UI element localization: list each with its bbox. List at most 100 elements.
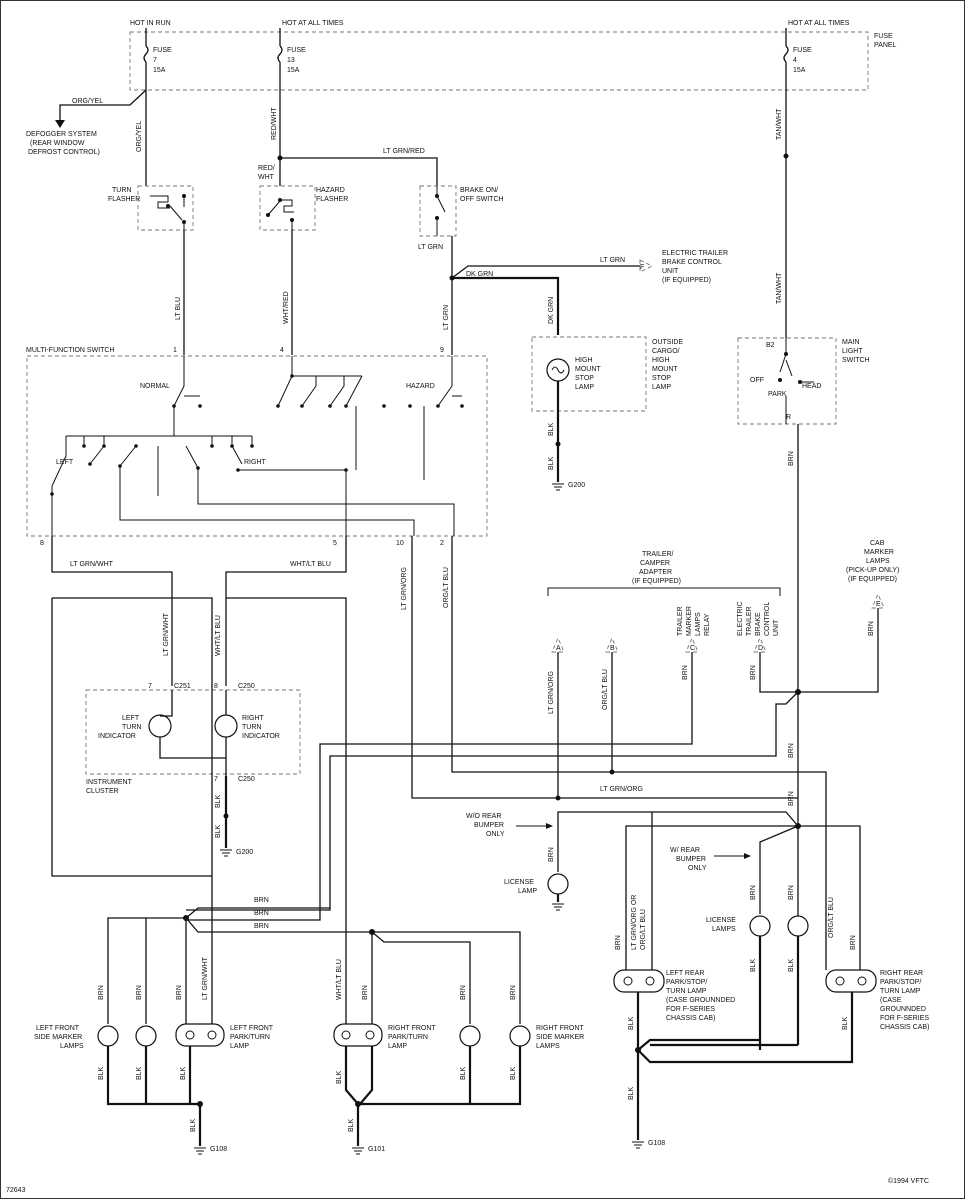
trailer-brake-unit-1: ELECTRIC: [737, 601, 744, 636]
ic-pin-8: 8: [214, 683, 218, 690]
wire-lt-grn-wht-1: [51, 536, 173, 686]
left-rear-lamp-1: LEFT REAR: [666, 970, 704, 977]
right-front-park-2: PARK/TURN: [388, 1034, 428, 1041]
mfs-normal: NORMAL: [140, 383, 170, 390]
license-lamp-right-icon: [787, 915, 809, 937]
wire-label-brn-6: BRN: [868, 621, 875, 636]
fuse-7-number: 7: [153, 57, 157, 64]
right-turn-indicator-icon: [214, 714, 238, 738]
mfs-pin-5: 5: [333, 540, 337, 547]
right-rear-lamp-6: FOR F-SERIES: [880, 1015, 929, 1022]
fuse-13-number: 13: [287, 57, 295, 64]
defogger-line-3: DEFROST CONTROL): [28, 149, 100, 156]
splice-brn-right-front: [369, 929, 375, 935]
wire-brn-license-single: [557, 811, 799, 872]
wire-label-dk-grn-1: DK GRN: [466, 271, 493, 278]
wire-label-org-lt-blu-1: ORG/LT BLU: [443, 567, 450, 608]
left-front-park-3: LAMP: [230, 1043, 249, 1050]
fuse-4-label: FUSE: [793, 47, 812, 54]
wire-label-tan-wht-2: TAN/WHT: [776, 272, 783, 304]
wire-label-org-lt-blu-3: ORG/LT BLU: [828, 897, 835, 938]
splice-tan-wht: [783, 153, 789, 159]
fuse-4: FUSE 4 15A: [783, 28, 812, 90]
wire-label-brn-16: BRN: [136, 985, 143, 1000]
trailer-brake-unit-4: CONTROL: [764, 602, 771, 636]
ground-icon-g200a: [552, 483, 564, 491]
left-rear-lamp-4: (CASE GROUNNDED: [666, 997, 735, 1004]
figure-number: 72643: [6, 1187, 26, 1194]
wire-label-lt-blu: LT BLU: [175, 297, 182, 320]
mfs-pin-9: 9: [440, 347, 444, 354]
left-turn-indicator-icon: [148, 714, 172, 738]
trailer-marker-relay-2: MARKER: [686, 606, 693, 636]
left-front-side-2: SIDE MARKER: [34, 1034, 82, 1041]
outside-cargo-label-4: MOUNT: [652, 366, 678, 373]
copyright: ©1994 VFTC: [888, 1177, 929, 1185]
wire-label-brn-14: BRN: [254, 923, 269, 930]
connector-d-label: D: [758, 645, 763, 652]
high-mount-label-1: HIGH: [575, 357, 593, 364]
left-front-filament-1: [185, 1030, 195, 1040]
left-rear-filament-1: [623, 976, 633, 986]
right-front-side-marker-2-icon: [509, 1025, 531, 1047]
right-front-side-2: SIDE MARKER: [536, 1034, 584, 1041]
license-lamps-2: LAMPS: [712, 926, 736, 933]
trailer-brake-unit-2: TRAILER: [746, 606, 753, 636]
ground-icon-g200b: [220, 849, 232, 857]
ground-icon-g101: [352, 1147, 364, 1155]
splice-lt-grn-org: [555, 795, 561, 801]
wire-blk-license-lamps: [758, 936, 800, 1050]
left-front-side-marker-2-icon: [135, 1025, 157, 1047]
wire-label-blk-12: BLK: [180, 1066, 187, 1080]
wire-label-blk-16: BLK: [510, 1066, 517, 1080]
wire-label-org-yel-2: ORG/YEL: [136, 121, 143, 152]
ground-icon-g108b: [632, 1141, 644, 1149]
left-turn-ind-1: LEFT: [122, 715, 140, 722]
high-mount-label-4: LAMP: [575, 384, 594, 391]
wire-label-lt-grn-3: LT GRN: [600, 257, 625, 264]
wire-label-wht-lt-blu-3: WHT/LT BLU: [336, 959, 343, 1000]
splice-blk-high-mount: [555, 441, 561, 447]
wire-label-brn-1: BRN: [788, 451, 795, 466]
license-lamps-1: LICENSE: [706, 917, 736, 924]
wire-label-tan-wht-1: TAN/WHT: [776, 108, 783, 140]
label-hot-in-run: HOT IN RUN: [130, 20, 171, 27]
wire-blk-rear-branches: [637, 992, 854, 1064]
connector-c250b: C250: [238, 776, 255, 783]
trailer-adapter-3: ADAPTER: [639, 569, 672, 576]
defogger-line-1: DEFOGGER SYSTEM: [26, 131, 97, 138]
wire-cab-marker-brn: [798, 608, 879, 693]
cab-marker-1: CAB: [870, 540, 885, 547]
mls-b2: B2: [766, 342, 775, 349]
wire-label-lt-grn-red: LT GRN/RED: [383, 148, 425, 155]
right-turn-ind-3: INDICATOR: [242, 733, 280, 740]
trailer-adapter-4: (IF EQUIPPED): [632, 578, 681, 585]
wire-label-org-yel-1: ORG/YEL: [72, 98, 103, 105]
right-front-side-1: RIGHT FRONT: [536, 1025, 584, 1032]
trailer-brake-label-3: UNIT: [662, 268, 679, 275]
trailer-adapter-1: TRAILER/: [642, 551, 674, 558]
trailer-marker-relay-1: TRAILER: [677, 606, 684, 636]
wire-label-blk-11: BLK: [136, 1066, 143, 1080]
wire-wht-lt-blu-front: [226, 597, 347, 1024]
fuse-panel-box: [129, 31, 869, 91]
license-lamp-1: LICENSE: [504, 879, 534, 886]
defogger-arrow-icon: [55, 120, 65, 128]
outside-cargo-label-3: HIGH: [652, 357, 670, 364]
fuse-4-rating: 15A: [793, 67, 806, 74]
wire-label-wht-red: WHT/RED: [283, 291, 290, 324]
license-lamp-2: LAMP: [518, 888, 537, 895]
fuse-13-label: FUSE: [287, 47, 306, 54]
wire-label-lt-grn-wht-3: LT GRN/WHT: [202, 956, 209, 1000]
w-rear-bumper-3: ONLY: [688, 865, 707, 872]
wire-dk-grn: [452, 276, 560, 335]
mls-label-2: LIGHT: [842, 348, 863, 355]
trailer-adapter-bracket: [547, 587, 781, 596]
cab-marker-5: (IF EQUIPPED): [848, 576, 897, 583]
right-front-park-1: RIGHT FRONT: [388, 1025, 436, 1032]
cab-marker-3: LAMPS: [866, 558, 890, 565]
connector-b-label: B: [610, 645, 615, 652]
trailer-adapter-2: CAMPER: [640, 560, 670, 567]
right-rear-lamp-2: PARK/STOP/: [880, 979, 921, 986]
wire-label-blk-5: BLK: [750, 958, 757, 972]
